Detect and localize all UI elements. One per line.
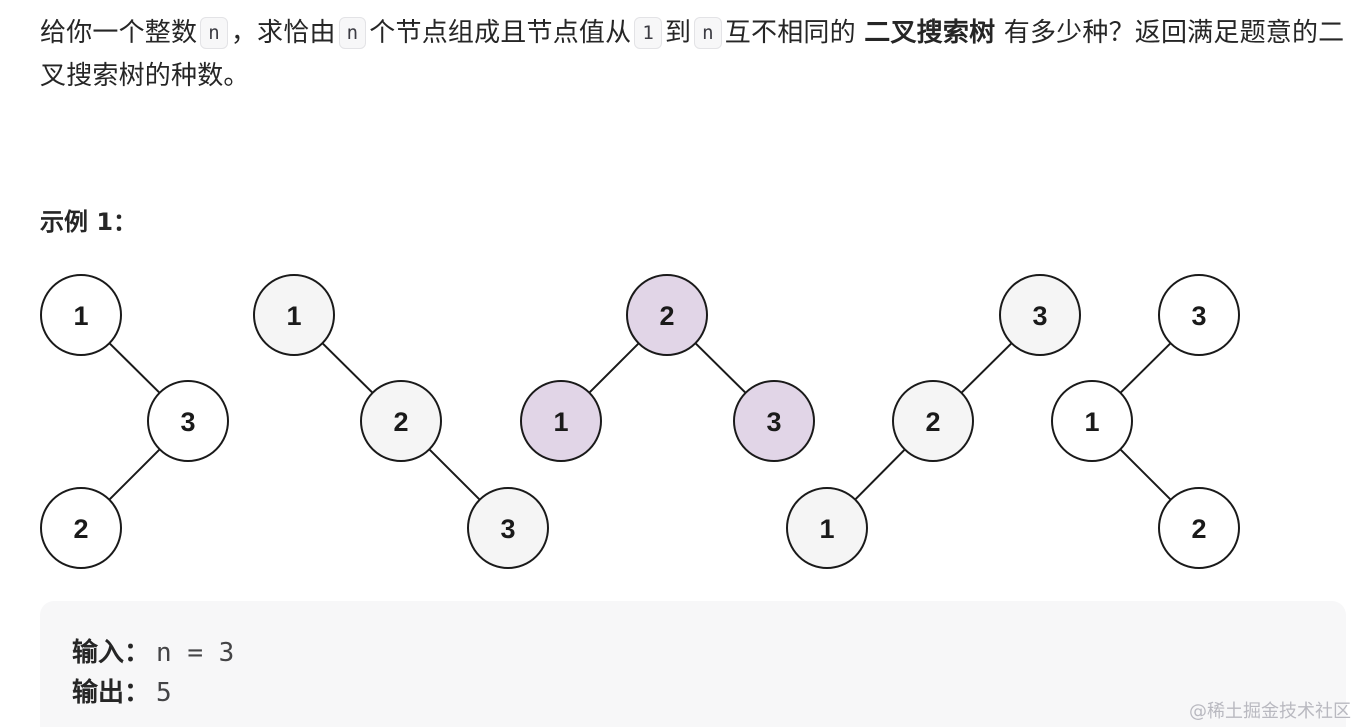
tree-node	[520, 380, 602, 462]
tree-edge	[321, 342, 374, 394]
input-line: 输入：n = 3	[72, 635, 234, 671]
tree-edge	[108, 342, 161, 394]
input-label: 输入：	[72, 638, 151, 668]
output-label: 输出：	[72, 678, 151, 708]
tree-edge	[854, 448, 906, 501]
tree-node	[467, 487, 549, 569]
tree-node	[40, 487, 122, 569]
output-value: 5	[156, 678, 172, 708]
tree-node-label: 3	[500, 514, 515, 544]
example-title: 示例 1：	[40, 208, 138, 236]
tree-node	[733, 380, 815, 462]
tree-node-label: 1	[819, 514, 834, 544]
tree-node	[786, 487, 868, 569]
input-value: n = 3	[156, 638, 235, 668]
bst-tree-5: 3 1 2	[1051, 274, 1240, 569]
inline-code-n: n	[694, 17, 722, 49]
tree-node-label: 2	[393, 407, 408, 437]
tree-edge	[1119, 448, 1172, 501]
bst-tree-2: 1 2 3	[253, 274, 549, 569]
tree-node	[1051, 380, 1133, 462]
tree-node	[253, 274, 335, 356]
tree-node	[40, 274, 122, 356]
tree-edge	[1119, 342, 1172, 394]
desc-text-6: 有多少种？返回满足题意的二叉搜索树的种数。	[40, 18, 1345, 91]
tree-node-label: 2	[1191, 514, 1206, 544]
desc-text-5: 互不相同的	[724, 18, 856, 48]
desc-text-3: 个节点组成且节点值从	[369, 18, 632, 48]
tree-node-label: 3	[766, 407, 781, 437]
tree-node	[360, 380, 442, 462]
watermark: @稀土掘金技术社区	[1189, 701, 1351, 722]
tree-node-label: 2	[925, 407, 940, 437]
tree-node	[892, 380, 974, 462]
tree-edge	[108, 448, 161, 501]
tree-node-label: 3	[1191, 301, 1206, 331]
tree-node-label: 2	[73, 514, 88, 544]
bst-tree-3: 2 1 3	[520, 274, 815, 462]
inline-code-n: n	[200, 17, 228, 49]
tree-node-label: 2	[659, 301, 674, 331]
inline-code-n: n	[338, 17, 367, 49]
tree-node	[1158, 487, 1240, 569]
bst-tree-4: 3 2 1	[786, 274, 1081, 569]
tree-node-label: 1	[286, 301, 301, 331]
desc-text-2: ，求恰由	[230, 18, 336, 48]
desc-text-1: 给你一个整数	[40, 18, 198, 48]
bst-term: 二叉搜索树	[864, 18, 996, 48]
tree-edge	[428, 448, 481, 501]
example-box: 输入：n = 3 输出：5	[40, 601, 1346, 727]
tree-node-label: 1	[553, 407, 568, 437]
tree-node-label: 1	[1084, 407, 1099, 437]
inline-code-1: 1	[634, 17, 662, 49]
tree-node	[147, 380, 229, 462]
output-line: 输出：5	[72, 675, 172, 711]
tree-node-label: 1	[73, 301, 88, 331]
tree-edge	[588, 342, 640, 394]
bst-tree-1: 1 3 2	[40, 274, 229, 569]
tree-node-label: 3	[180, 407, 195, 437]
tree-edge	[960, 342, 1013, 394]
tree-node	[626, 274, 708, 356]
tree-edge	[694, 342, 747, 394]
tree-node-label: 3	[1032, 301, 1047, 331]
tree-node	[1158, 274, 1240, 356]
tree-node	[999, 274, 1081, 356]
desc-text-4: 到	[664, 18, 692, 48]
